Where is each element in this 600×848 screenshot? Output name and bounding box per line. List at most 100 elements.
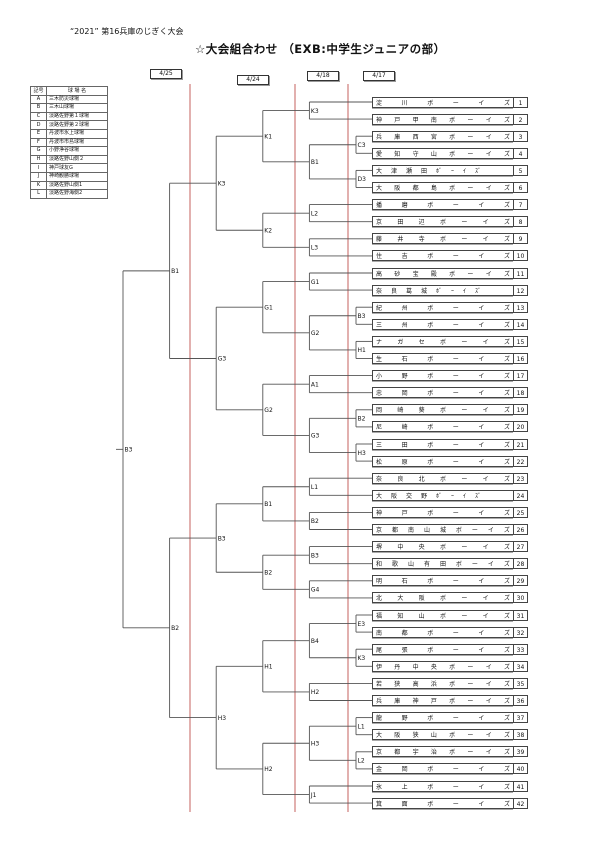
match-venue-label: B1 <box>171 268 179 275</box>
match-venue-label: K3 <box>358 655 366 662</box>
team-name: 若狭高浜ボーイズ <box>372 677 513 689</box>
match-venue-label: K1 <box>264 133 272 140</box>
match-venue-label: L1 <box>358 723 365 730</box>
team-name: 小野ボーイズ <box>372 370 513 382</box>
date-label-round-3: 4/18 <box>307 71 339 81</box>
team-number: 17 <box>513 370 528 382</box>
match-venue-label: K3 <box>218 180 226 187</box>
match-venue-label: H3 <box>311 740 320 747</box>
team-number: 18 <box>513 387 528 399</box>
team-name: 住吉ボーイズ <box>372 250 513 262</box>
match-venue-label: B2 <box>264 569 272 576</box>
team-name: 和歌山有田ボーイズ <box>372 558 513 570</box>
venue-name: 淡路佐野海側2 <box>46 189 108 199</box>
team-number: 26 <box>513 524 528 535</box>
team-name: 兵庫西宮ボーイズ <box>372 130 513 142</box>
date-label-round-5: 4/25 <box>150 69 182 79</box>
match-venue-label: H1 <box>358 347 367 354</box>
team-name: 福知山ボーイズ <box>372 609 513 621</box>
match-venue-label: G1 <box>311 279 320 286</box>
match-venue-label: B3 <box>311 552 319 559</box>
match-venue-label: G3 <box>311 433 320 440</box>
team-number: 38 <box>513 729 528 741</box>
team-number: 22 <box>513 455 528 467</box>
match-venue-label: B2 <box>311 518 319 525</box>
team-name: 藤井寺ボーイズ <box>372 233 513 245</box>
team-name: 堺中央ボーイズ <box>372 541 513 553</box>
team-number: 30 <box>513 592 528 604</box>
team-name: 南都ボーイズ <box>372 626 513 638</box>
date-label-round-4: 4/24 <box>237 75 269 85</box>
team-name: 奈良葛城ﾎﾞｰｲｽﾞ <box>372 284 513 296</box>
team-number: 27 <box>513 541 528 553</box>
team-number: 1 <box>513 96 528 108</box>
team-name: 紀州ボーイズ <box>372 301 513 313</box>
team-number: 41 <box>513 780 528 792</box>
match-venue-label: G2 <box>311 330 320 337</box>
team-number: 28 <box>513 558 528 570</box>
team-name: 三田ボーイズ <box>372 438 513 450</box>
match-venue-label: H2 <box>264 766 273 773</box>
team-name: 奈良北ボーイズ <box>372 472 513 484</box>
match-venue-label: B3 <box>358 313 366 320</box>
match-venue-label: H3 <box>358 450 367 457</box>
match-venue-label: B2 <box>171 625 179 632</box>
match-venue-label: E3 <box>358 621 366 628</box>
team-name: 明石ボーイズ <box>372 575 513 587</box>
team-name: 龍野ボーイズ <box>372 712 513 724</box>
team-name: 忠岡ボーイズ <box>372 387 513 399</box>
team-number: 31 <box>513 609 528 621</box>
team-number: 6 <box>513 182 528 193</box>
tournament-name: “2021” 第16兵庫のじぎく大会 <box>70 27 184 36</box>
match-venue-label: B4 <box>311 638 319 645</box>
team-name: 大阪交野ﾎﾞｰｲｽﾞ <box>372 489 513 501</box>
match-venue-label: K3 <box>311 108 319 115</box>
match-venue-label: J1 <box>310 792 317 799</box>
team-name: 氷上ボーイズ <box>372 780 513 792</box>
match-venue-label: B2 <box>358 416 366 423</box>
team-number: 24 <box>513 489 528 501</box>
match-venue-label: L1 <box>311 484 318 491</box>
team-name: 大阪都島ボーイズ <box>372 182 513 193</box>
team-number: 11 <box>513 267 528 279</box>
match-venue-label: H1 <box>264 664 273 671</box>
match-venue-label: K2 <box>264 227 272 234</box>
team-number: 19 <box>513 404 528 416</box>
match-venue-label: B1 <box>264 501 272 508</box>
team-number: 36 <box>513 695 528 706</box>
team-name: 播磨ボーイズ <box>372 199 513 211</box>
team-number: 37 <box>513 712 528 724</box>
team-name: ナガセボーイズ <box>372 335 513 347</box>
team-number: 13 <box>513 301 528 313</box>
team-number: 4 <box>513 147 528 159</box>
team-name: 神戸ボーイズ <box>372 506 513 518</box>
team-number: 2 <box>513 113 528 125</box>
team-number: 40 <box>513 763 528 775</box>
